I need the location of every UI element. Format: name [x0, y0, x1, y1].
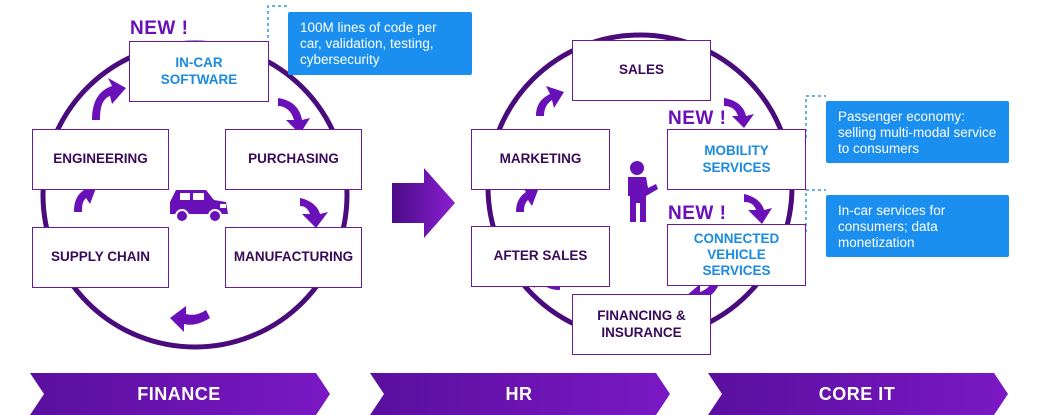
in-car-software-box: IN-CAR SOFTWARE	[129, 41, 269, 102]
new-badge-mobility: NEW !	[668, 108, 727, 129]
manufacturing-box: MANUFACTURING	[225, 227, 362, 288]
note-connectors	[267, 5, 826, 232]
connected-vehicle-box: CONNECTED VEHICLE SERVICES	[667, 224, 806, 286]
software-note: 100M lines of code per car, validation, …	[288, 12, 472, 75]
transition-arrow	[392, 168, 455, 238]
new-badge-connected: NEW !	[668, 203, 727, 224]
supply-chain-box: SUPPLY CHAIN	[32, 227, 169, 288]
banner-core-it-shape	[708, 373, 1008, 415]
engineering-box: ENGINEERING	[32, 129, 169, 190]
financing-insurance-box: FINANCING & INSURANCE	[572, 294, 711, 355]
marketing-box: MARKETING	[471, 129, 610, 190]
left-cycle-arrows	[74, 78, 328, 332]
banner-finance-shape	[30, 373, 330, 415]
banner-hr: HR	[505, 383, 533, 404]
car-icon	[170, 190, 228, 223]
after-sales-box: AFTER SALES	[471, 226, 610, 287]
mobility-services-box: MOBILITY SERVICES	[667, 129, 806, 190]
purchasing-box: PURCHASING	[225, 129, 362, 190]
banner-core-it: CORE IT	[818, 383, 896, 404]
new-badge-software: NEW !	[130, 18, 189, 39]
banner-hr-shape	[370, 373, 670, 415]
banner-finance: FINANCE	[137, 383, 221, 404]
mobility-note: Passenger economy: selling multi-modal s…	[826, 101, 1009, 163]
connected-note: In-car services for consumers; data mone…	[826, 195, 1009, 257]
person-icon	[628, 161, 658, 222]
sales-box: SALES	[572, 40, 711, 101]
